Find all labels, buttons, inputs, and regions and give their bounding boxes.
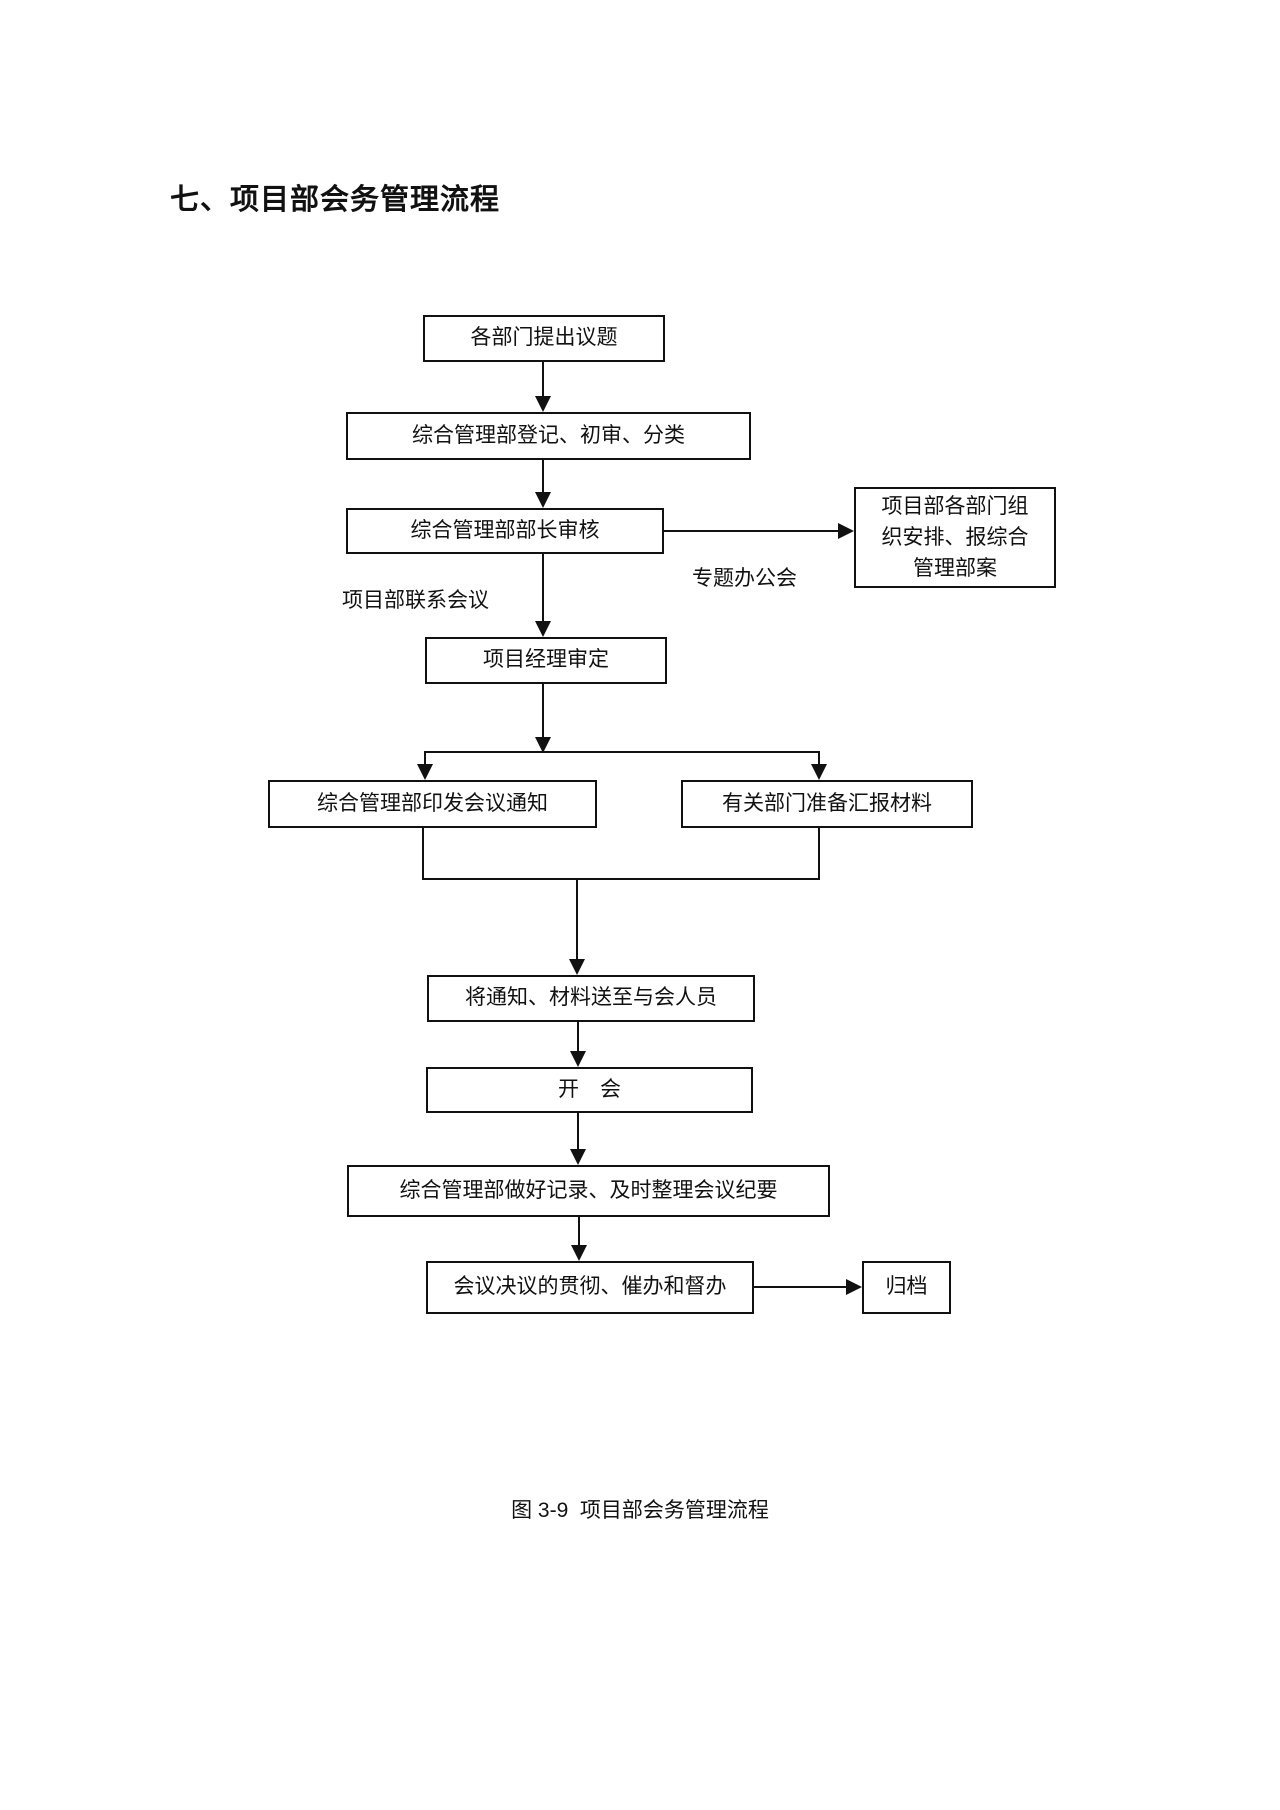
edge-label-special-office-meeting: 专题办公会 [692, 567, 797, 590]
edge-label-liaison-meeting: 项目部联系会议 [342, 589, 489, 612]
arrow-line [542, 554, 544, 621]
arrow-line [542, 460, 544, 492]
node-department-arrange-label: 项目部各部门组 织安排、报综合 管理部案 [882, 491, 1029, 584]
fork-right-drop [818, 751, 820, 764]
node-archive: 归档 [862, 1261, 951, 1314]
join-center-drop [576, 878, 578, 959]
node-deliver-notice-label: 将通知、材料送至与会人员 [465, 986, 717, 1010]
arrowhead-down-icon [571, 1245, 587, 1261]
node-issue-notice-label: 综合管理部印发会议通知 [317, 791, 548, 815]
node-minutes: 综合管理部做好记录、及时整理会议纪要 [347, 1165, 830, 1217]
arrowhead-right-icon [838, 523, 854, 539]
node-register-review-classify: 综合管理部登记、初审、分类 [346, 412, 751, 460]
arrow-line [542, 362, 544, 396]
node-manager-approve-label: 项目经理审定 [483, 648, 609, 672]
node-hold-meeting-label: 开 会 [558, 1077, 621, 1101]
fork-horizontal-line [424, 751, 820, 753]
node-implement-resolutions-label: 会议决议的贯彻、催办和督办 [453, 1275, 727, 1299]
node-propose-topics: 各部门提出议题 [423, 315, 665, 362]
node-hold-meeting: 开 会 [426, 1067, 753, 1113]
node-chief-review: 综合管理部部长审核 [346, 508, 664, 554]
figure-caption: 图 3-9 项目部会务管理流程 [511, 1499, 769, 1522]
fork-left-drop [424, 751, 426, 764]
node-minutes-label: 综合管理部做好记录、及时整理会议纪要 [399, 1178, 778, 1202]
arrowhead-down-icon [535, 737, 551, 753]
arrowhead-down-icon [535, 492, 551, 508]
node-prepare-materials: 有关部门准备汇报材料 [681, 780, 973, 828]
node-archive-label: 归档 [885, 1275, 928, 1299]
join-horizontal-line [422, 878, 820, 880]
node-department-arrange-line3: 管理部案 [913, 557, 997, 580]
node-manager-approve: 项目经理审定 [425, 637, 667, 684]
node-chief-review-label: 综合管理部部长审核 [410, 518, 600, 542]
node-prepare-materials-label: 有关部门准备汇报材料 [722, 791, 932, 815]
node-issue-notice: 综合管理部印发会议通知 [268, 780, 597, 828]
node-department-arrange-line2: 织安排、报综合 [881, 526, 1029, 549]
arrow-line [542, 684, 544, 737]
arrowhead-down-icon [535, 396, 551, 412]
arrowhead-down-icon [417, 764, 433, 780]
join-right-drop [818, 828, 820, 879]
node-propose-topics-label: 各部门提出议题 [470, 326, 618, 350]
node-register-review-classify-label: 综合管理部登记、初审、分类 [412, 423, 685, 447]
arrowhead-down-icon [569, 959, 585, 975]
node-department-arrange-line1: 项目部各部门组 [881, 495, 1029, 518]
arrowhead-down-icon [535, 621, 551, 637]
node-deliver-notice: 将通知、材料送至与会人员 [427, 975, 755, 1022]
arrow-line [754, 1286, 846, 1288]
arrowhead-down-icon [811, 764, 827, 780]
arrow-line [664, 530, 838, 532]
node-implement-resolutions: 会议决议的贯彻、催办和督办 [426, 1261, 754, 1314]
join-left-drop [422, 828, 424, 879]
arrowhead-down-icon [570, 1051, 586, 1067]
arrow-line [577, 1113, 579, 1149]
node-department-arrange: 项目部各部门组 织安排、报综合 管理部案 [854, 487, 1056, 588]
arrow-line [578, 1217, 580, 1245]
page-title: 七、项目部会务管理流程 [170, 184, 501, 216]
arrowhead-right-icon [846, 1279, 862, 1295]
arrow-line [577, 1022, 579, 1051]
arrowhead-down-icon [570, 1149, 586, 1165]
